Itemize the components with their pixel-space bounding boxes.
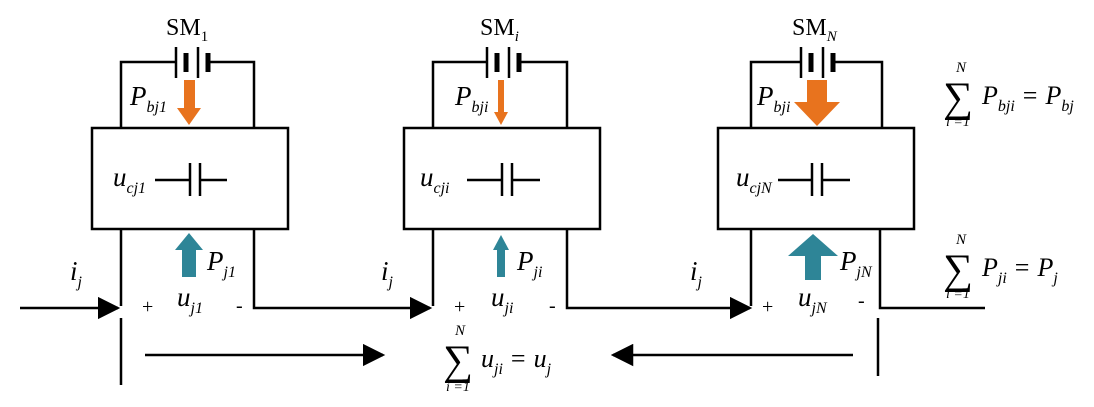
sm1-battery-icon xyxy=(119,47,256,128)
smi-plus: + xyxy=(454,296,465,318)
eq1-sum-symbol: ∑ xyxy=(943,75,973,121)
smi-capacitor-icon xyxy=(467,163,540,196)
eq3-sum-upper: N xyxy=(454,323,466,339)
smi-minus: - xyxy=(549,295,556,317)
smn-u-label: ujN xyxy=(798,282,828,317)
smi-battery-icon xyxy=(431,47,569,128)
eq2-sum-upper: N xyxy=(955,232,967,248)
battery-power-sum-equation: N ∑ i =1 Pbji=Pbj xyxy=(943,60,1074,130)
eq3-sum-symbol: ∑ xyxy=(443,338,473,384)
dc-power-sum-equation: N ∑ i =1 Pji=Pj xyxy=(943,232,1058,302)
eq1-sum-upper: N xyxy=(955,60,967,76)
submodule-1: SM1 Pbj1 ucj1 Pj1 uj1 + - ij xyxy=(70,15,290,318)
smi-p-label: Pji xyxy=(516,246,542,281)
sm1-p-label: Pj1 xyxy=(206,246,236,281)
smn-battery-icon xyxy=(749,47,884,128)
sm1-pb-label: Pbj1 xyxy=(129,81,167,116)
sm1-label: SM1 xyxy=(166,15,208,45)
smn-label: SMN xyxy=(792,15,838,45)
smi-battery-power-arrow xyxy=(494,80,508,125)
eq1-text: Pbji=Pbj xyxy=(981,81,1074,115)
eq2-sum-lower: i =1 xyxy=(946,287,970,302)
sm1-capacitor-icon xyxy=(155,163,227,196)
sm1-box xyxy=(90,126,290,231)
eq2-sum-symbol: ∑ xyxy=(943,247,973,293)
smi-current-label: ij xyxy=(381,256,394,291)
sm1-minus: - xyxy=(236,295,243,317)
eq2-text: Pji=Pj xyxy=(981,253,1058,287)
sm1-u-label: uj1 xyxy=(177,282,203,317)
smn-plus: + xyxy=(762,296,773,318)
sm1-dc-power-arrow xyxy=(175,233,203,277)
smn-current-label: ij xyxy=(690,256,703,291)
smi-pb-label: Pbji xyxy=(454,81,488,116)
series-wiring xyxy=(20,229,985,385)
eq1-sum-lower: i =1 xyxy=(946,115,970,130)
voltage-sum-equation: N ∑ i =1 uji=uj xyxy=(443,323,552,395)
smn-uc-label: ucjN xyxy=(736,162,773,197)
smi-box xyxy=(402,126,602,231)
smn-battery-power-arrow xyxy=(794,80,840,126)
smn-box xyxy=(716,126,916,231)
smn-minus: - xyxy=(858,290,865,312)
smi-uc-label: ucji xyxy=(420,162,450,197)
submodule-n: SMN Pbji ucjN PjN ujN + - ij xyxy=(690,15,916,318)
submodule-i: SMi Pbji ucji Pji uji + - ij xyxy=(381,15,602,318)
smi-u-label: uji xyxy=(491,282,513,317)
sm1-battery-power-arrow xyxy=(177,80,201,125)
sm1-plus: + xyxy=(142,296,153,318)
eq3-sum-lower: i =1 xyxy=(446,380,470,395)
eq3-text: uji=uj xyxy=(481,344,552,378)
sm1-current-label: ij xyxy=(70,256,83,291)
smn-dc-power-arrow xyxy=(788,234,838,280)
smi-dc-power-arrow xyxy=(493,235,509,277)
smn-pb-label: Pbji xyxy=(756,81,790,116)
sm1-uc-label: ucj1 xyxy=(113,162,146,197)
smn-p-label: PjN xyxy=(839,246,873,281)
smi-label: SMi xyxy=(480,15,519,45)
smn-capacitor-icon xyxy=(778,163,850,196)
